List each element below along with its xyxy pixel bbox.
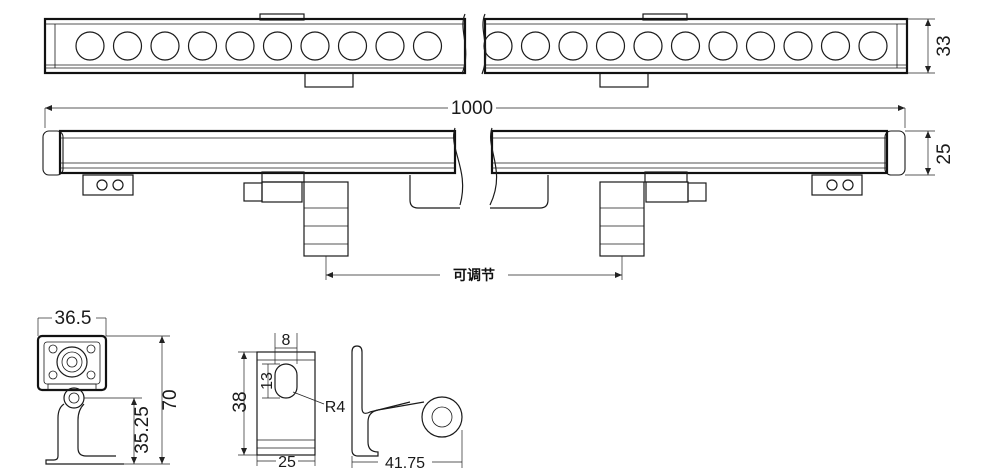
led-lens (558, 31, 588, 61)
led-lens (112, 31, 143, 61)
led-lens (375, 31, 405, 61)
slot-width-label: 8 (282, 332, 291, 349)
slot-height-label: 13 (259, 372, 276, 390)
end-lens (56, 346, 88, 378)
radius-label: R4 (325, 399, 346, 416)
led-row (75, 31, 888, 61)
bracket-front-outline (256, 351, 316, 456)
bracket-left (243, 171, 349, 257)
adjustable-label: 可调节 (453, 267, 495, 284)
led-lens (670, 31, 701, 61)
end-housing (36, 334, 108, 392)
bracket-width-label: 25 (278, 454, 296, 471)
end-mount-label: 35.25 (132, 406, 153, 454)
end-cap-right (884, 130, 906, 176)
led-lens (520, 31, 551, 61)
end-view: 36.5 70 35.25 (36, 308, 181, 465)
top-height-label: 33 (934, 35, 955, 56)
bracket-slot (274, 363, 298, 399)
led-lens (337, 31, 368, 61)
bracket-front-view: 8 13 38 R4 25 (230, 332, 345, 471)
led-lens (745, 31, 776, 61)
end-cap-left (42, 130, 64, 176)
led-lens (595, 31, 626, 61)
led-lens (187, 31, 218, 61)
break-mark-side-left (453, 127, 464, 206)
foot-left (409, 175, 460, 209)
led-lens (820, 31, 851, 61)
break-mark-top-left (461, 13, 467, 75)
bracket-right (599, 171, 707, 257)
led-lens (708, 31, 738, 61)
led-lens (150, 31, 180, 61)
bracket-depth-label: 41.75 (385, 455, 425, 472)
bracket-height-label: 38 (230, 391, 251, 412)
end-width-label: 36.5 (55, 308, 92, 329)
led-lens (300, 31, 330, 61)
led-lens (75, 31, 105, 61)
led-lens (858, 31, 888, 61)
bracket-side-ring (421, 396, 463, 438)
side-view: 1000 (42, 98, 955, 284)
top-body-left (43, 17, 467, 75)
length-label: 1000 (451, 98, 493, 119)
bracket-side-view: 41.75 (351, 345, 463, 472)
led-lens (783, 31, 813, 61)
end-bracket-profile (45, 403, 124, 465)
bracket-tab-left (304, 72, 354, 88)
mount-block-left (82, 174, 134, 196)
top-body-right (483, 17, 909, 75)
foot-right (490, 175, 549, 209)
bracket-tab-right (599, 72, 649, 88)
led-lens (633, 31, 663, 61)
mount-block-right (811, 174, 863, 196)
side-body (58, 129, 889, 175)
break-mark-side-right (489, 127, 498, 206)
led-lens (483, 31, 513, 61)
side-height-label: 25 (934, 143, 955, 164)
top-view: 33 (43, 13, 955, 88)
end-height-label: 70 (160, 389, 181, 410)
led-lens (262, 31, 293, 61)
bracket-side-outline (351, 352, 425, 457)
led-lens (412, 31, 443, 61)
led-lens (225, 31, 255, 61)
